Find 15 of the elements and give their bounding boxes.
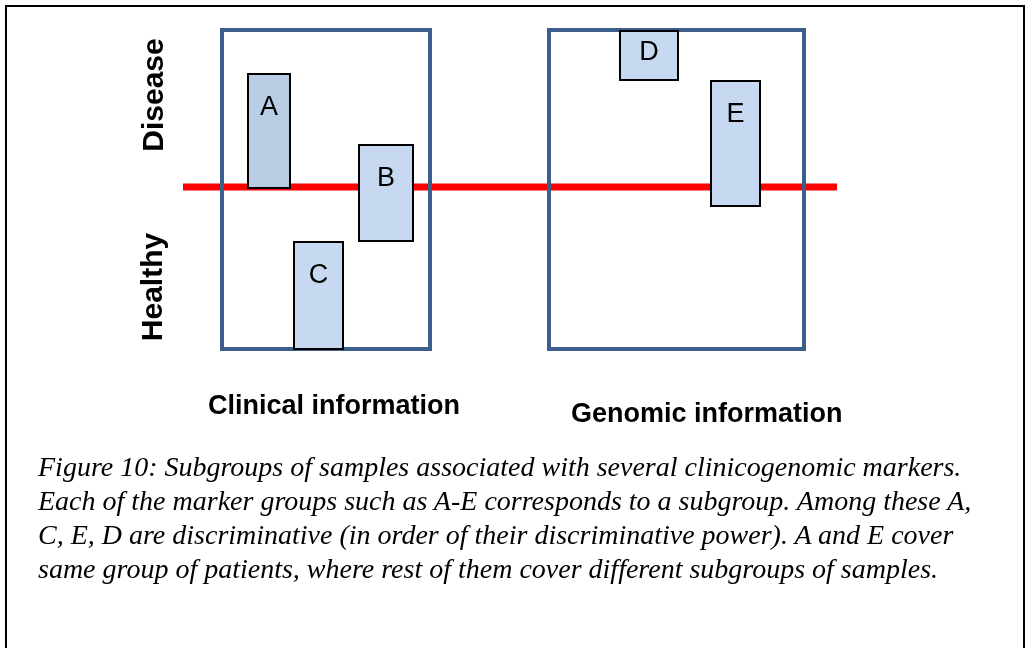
axis-label: Healthy — [135, 232, 170, 342]
marker-group-box — [619, 30, 679, 81]
marker-group-box — [293, 241, 344, 350]
axis-label: Disease — [135, 38, 170, 152]
marker-group-box — [358, 144, 414, 242]
marker-group-box — [710, 80, 761, 207]
group-letter: E — [725, 98, 746, 128]
group-heading: Genomic information — [571, 398, 843, 429]
group-letter: B — [376, 162, 396, 192]
group-letter: C — [307, 259, 330, 289]
group-letter: D — [638, 36, 660, 66]
figure-caption: Figure 10: Subgroups of samples associated with several clinicogenomic markers. Each of the marker groups such as A-E corresponds to a subgroup. Among these A, C, E, D are discriminative (in order of their discriminative power). A and E cover same group of patients, where rest of them cover different subgroups of samples. — [38, 450, 973, 586]
group-heading: Clinical information — [208, 390, 461, 421]
group-letter: A — [259, 91, 279, 121]
marker-group-box — [247, 73, 291, 189]
